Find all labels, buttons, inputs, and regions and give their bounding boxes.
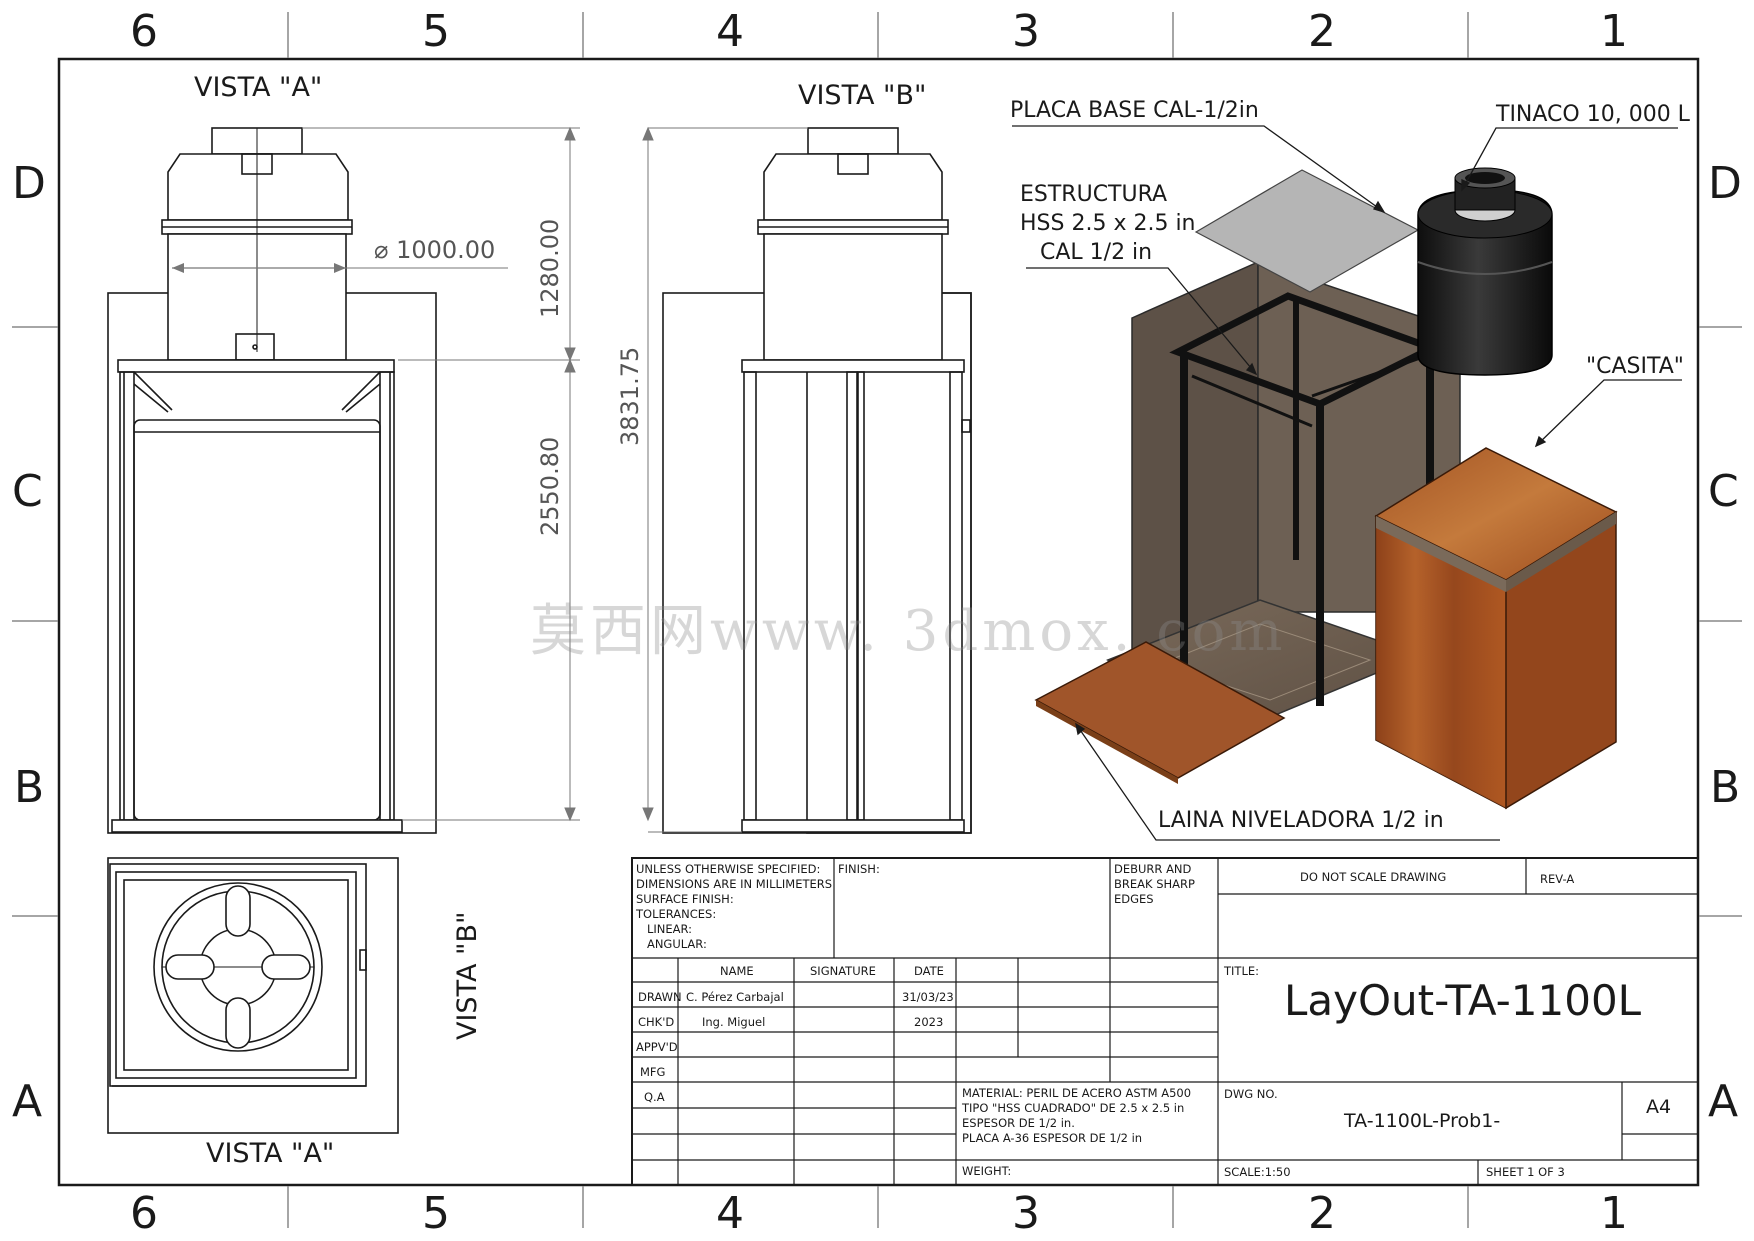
tb-header-name: NAME	[720, 964, 754, 978]
tb-finish: FINISH:	[838, 862, 880, 876]
callout-structure-line1: ESTRUCTURA	[1020, 182, 1168, 207]
zone-row-d-left: D	[12, 158, 46, 209]
tb-role-drawn: DRAWN	[638, 990, 682, 1004]
tb-title: LayOut-TA-1100L	[1284, 976, 1642, 1025]
callout-base-plate: PLACA BASE CAL-1/2in	[1010, 98, 1259, 123]
tb-weight: WEIGHT:	[962, 1164, 1012, 1178]
zone-col-6-bottom: 6	[130, 1188, 158, 1239]
callout-casita: "CASITA"	[1586, 354, 1684, 379]
side-view-b	[642, 126, 972, 834]
zone-col-1-top: 1	[1600, 6, 1628, 57]
title-block-grid	[631, 857, 1699, 1186]
dimension-diameter: ⌀ 1000.00	[374, 236, 496, 264]
zone-col-3-bottom: 3	[1012, 1188, 1040, 1239]
zone-col-6-top: 6	[130, 6, 158, 57]
tb-sheet-count: SHEET 1 OF 3	[1486, 1165, 1565, 1179]
view-label-front-a: VISTA "A"	[194, 72, 323, 103]
zone-row-c-left: C	[12, 466, 43, 517]
tb-material: MATERIAL: PERIL DE ACERO ASTM A500 TIPO …	[962, 1086, 1192, 1145]
base-plate	[1194, 169, 1420, 293]
front-view-a	[107, 126, 580, 834]
zone-col-5-bottom: 5	[422, 1188, 450, 1239]
casita-box	[1374, 447, 1618, 810]
zone-col-4-top: 4	[716, 6, 744, 57]
tb-role-checked: CHK'D	[638, 1015, 675, 1029]
tb-date-checked: 2023	[914, 1015, 944, 1029]
tb-header-signature: SIGNATURE	[810, 964, 876, 978]
tb-header-date: DATE	[914, 964, 944, 978]
callout-tank: TINACO 10, 000 L	[1496, 102, 1690, 127]
tb-role-mfg: MFG	[640, 1065, 666, 1079]
zone-row-c-right: C	[1708, 466, 1739, 517]
tb-date-drawn: 31/03/23	[902, 990, 954, 1004]
tb-name-drawn: C. Pérez Carbajal	[686, 990, 784, 1004]
tb-dwg-number: TA-1100L-Prob1-	[1344, 1110, 1501, 1132]
zone-col-5-top: 5	[422, 6, 450, 57]
zone-row-a-right: A	[1708, 1076, 1739, 1127]
dimension-tank-height: 1280.00	[536, 218, 564, 318]
zone-col-4-bottom: 4	[716, 1188, 744, 1239]
view-label-top-b: VISTA "B"	[452, 911, 483, 1040]
top-view	[107, 857, 399, 1134]
callout-leaders	[1012, 125, 1682, 841]
zone-ticks	[12, 12, 1742, 1228]
tb-dwg-label: DWG NO.	[1224, 1087, 1278, 1101]
callout-structure-line2: HSS 2.5 x 2.5 in	[1020, 211, 1196, 236]
dimension-structure-height: 2550.80	[536, 436, 564, 536]
zone-row-b-right: B	[1710, 762, 1741, 813]
zone-row-d-right: D	[1708, 158, 1742, 209]
zone-row-b-left: B	[14, 762, 45, 813]
tb-do-not-scale: DO NOT SCALE DRAWING	[1300, 870, 1447, 884]
tb-name-checked: Ing. Miguel	[702, 1015, 766, 1029]
tb-sheet-size: A4	[1646, 1096, 1672, 1118]
zone-col-1-bottom: 1	[1600, 1188, 1628, 1239]
dimension-total-height: 3831.75	[616, 346, 644, 446]
zone-row-a-left: A	[12, 1076, 43, 1127]
view-label-side-b: VISTA "B"	[798, 80, 927, 111]
water-tank	[1417, 167, 1553, 376]
zone-col-3-top: 3	[1012, 6, 1040, 57]
zone-col-2-top: 2	[1308, 6, 1336, 57]
tb-deburr: DEBURR AND BREAK SHARP EDGES	[1114, 862, 1195, 906]
callout-structure-line3: CAL 1/2 in	[1040, 240, 1153, 265]
tb-role-approved: APPV'D	[636, 1040, 678, 1054]
tb-title-label: TITLE:	[1224, 964, 1259, 978]
watermark: 莫西网www. 3dmox. com	[530, 599, 1287, 664]
isometric-view	[1034, 167, 1618, 810]
tb-revision: REV-A	[1540, 872, 1575, 886]
zone-col-2-bottom: 2	[1308, 1188, 1336, 1239]
view-label-top-a: VISTA "A"	[206, 1138, 335, 1169]
tb-scale: SCALE:1:50	[1224, 1165, 1291, 1179]
tb-role-qa: Q.A	[644, 1090, 665, 1104]
callout-leveling-shim: LAINA NIVELADORA 1/2 in	[1158, 808, 1444, 833]
tb-unless-specified: UNLESS OTHERWISE SPECIFIED: DIMENSIONS A…	[636, 862, 833, 951]
